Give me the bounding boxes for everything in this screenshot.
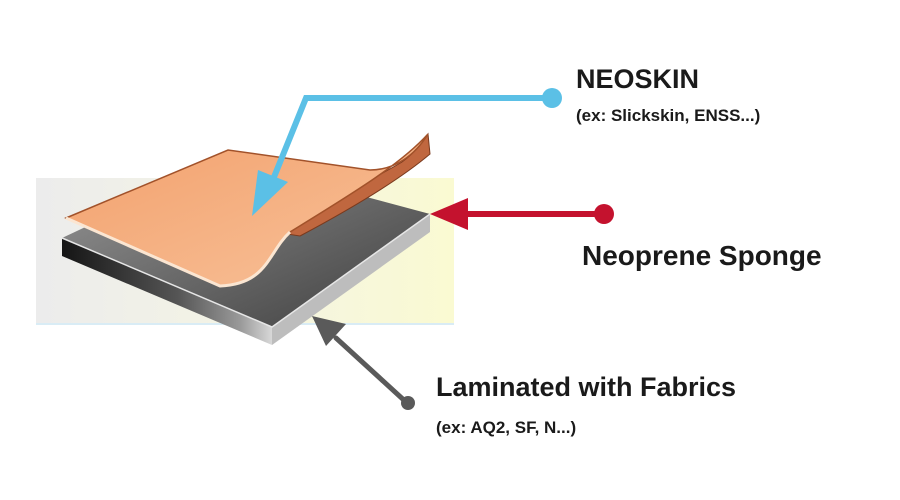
neoskin-arrowhead xyxy=(252,170,288,216)
fabric-dot xyxy=(401,396,415,410)
sponge-right-face xyxy=(272,214,430,345)
neoskin-pointer xyxy=(252,88,562,216)
neoprene-sponge-label: Neoprene Sponge xyxy=(582,240,822,271)
sponge-pointer xyxy=(430,198,614,230)
neoskin-layer xyxy=(64,132,431,288)
neoskin-pointer-line xyxy=(269,95,555,185)
neoskin-bottom-rim xyxy=(65,216,292,288)
sponge-arrowhead xyxy=(430,198,468,230)
fabric-pointer-line xyxy=(333,335,409,405)
sponge-front-face xyxy=(62,238,272,345)
fabric-examples: (ex: AQ2, SF, N...) xyxy=(436,418,577,437)
sponge-edge-highlight xyxy=(61,213,431,328)
sponge-dot xyxy=(594,204,614,224)
neoskin-examples: (ex: Slickskin, ENSS...) xyxy=(576,106,761,125)
fabric-arrowhead xyxy=(312,316,346,346)
fabric-label: Laminated with Fabrics xyxy=(436,372,737,402)
neoskin-dot xyxy=(542,88,562,108)
neoskin-label: NEOSKIN xyxy=(576,64,700,94)
fabric-pointer xyxy=(312,316,415,410)
